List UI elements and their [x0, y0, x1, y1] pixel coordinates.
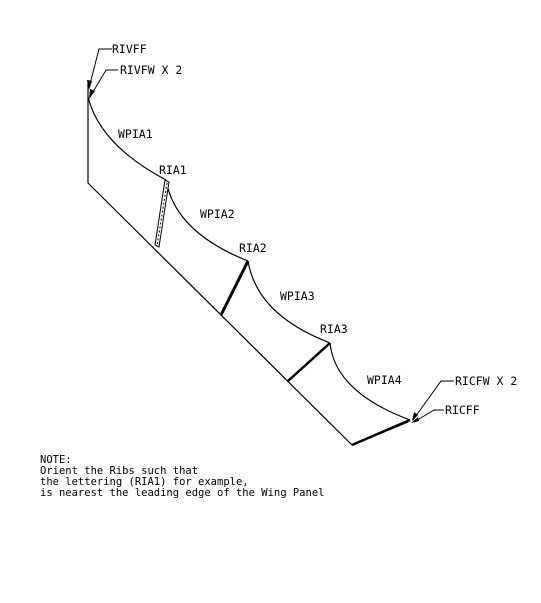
rivfw-arrowhead — [89, 89, 95, 99]
leading-edge-arc-1 — [87, 96, 167, 181]
label-ria2: RIA2 — [239, 241, 267, 255]
leading-edge-arc-3 — [247, 260, 331, 344]
ricff-leader — [413, 409, 444, 423]
rib-ricfw-wing-face — [351, 418, 411, 447]
label-rivff: RIVFF — [112, 42, 147, 56]
rib-ria1 — [154, 179, 170, 248]
label-ria1: RIA1 — [159, 163, 187, 177]
rib-ria2 — [219, 260, 250, 316]
label-wpia1: WPIA1 — [118, 127, 153, 141]
rivfw-leader — [89, 69, 118, 98]
rivff-arrowhead — [87, 80, 92, 90]
label-ria3: RIA3 — [320, 322, 348, 336]
rivff-leader — [88, 48, 112, 89]
label-ricfw: RICFW X 2 — [455, 374, 517, 388]
leading-edge-arc-4 — [329, 342, 411, 421]
label-rivfw: RIVFW X 2 — [120, 63, 182, 77]
label-wpia2: WPIA2 — [200, 207, 235, 221]
ricfw-arrowhead — [412, 412, 418, 421]
note-line-1: Orient the Ribs such that — [40, 465, 199, 477]
ricff-arrowhead — [411, 417, 419, 423]
label-wpia3: WPIA3 — [280, 289, 315, 303]
note-line-2: the lettering (RIA1) for example, — [40, 476, 249, 488]
label-ricff: RICFF — [445, 403, 480, 417]
note-heading: NOTE: — [40, 454, 72, 466]
rib-ria3 — [287, 342, 331, 382]
note-line-3: is nearest the leading edge of the Wing … — [40, 487, 325, 499]
label-wpia4: WPIA4 — [367, 373, 402, 387]
leading-edge-arc-2 — [165, 179, 249, 262]
ricfw-leader — [412, 380, 454, 421]
